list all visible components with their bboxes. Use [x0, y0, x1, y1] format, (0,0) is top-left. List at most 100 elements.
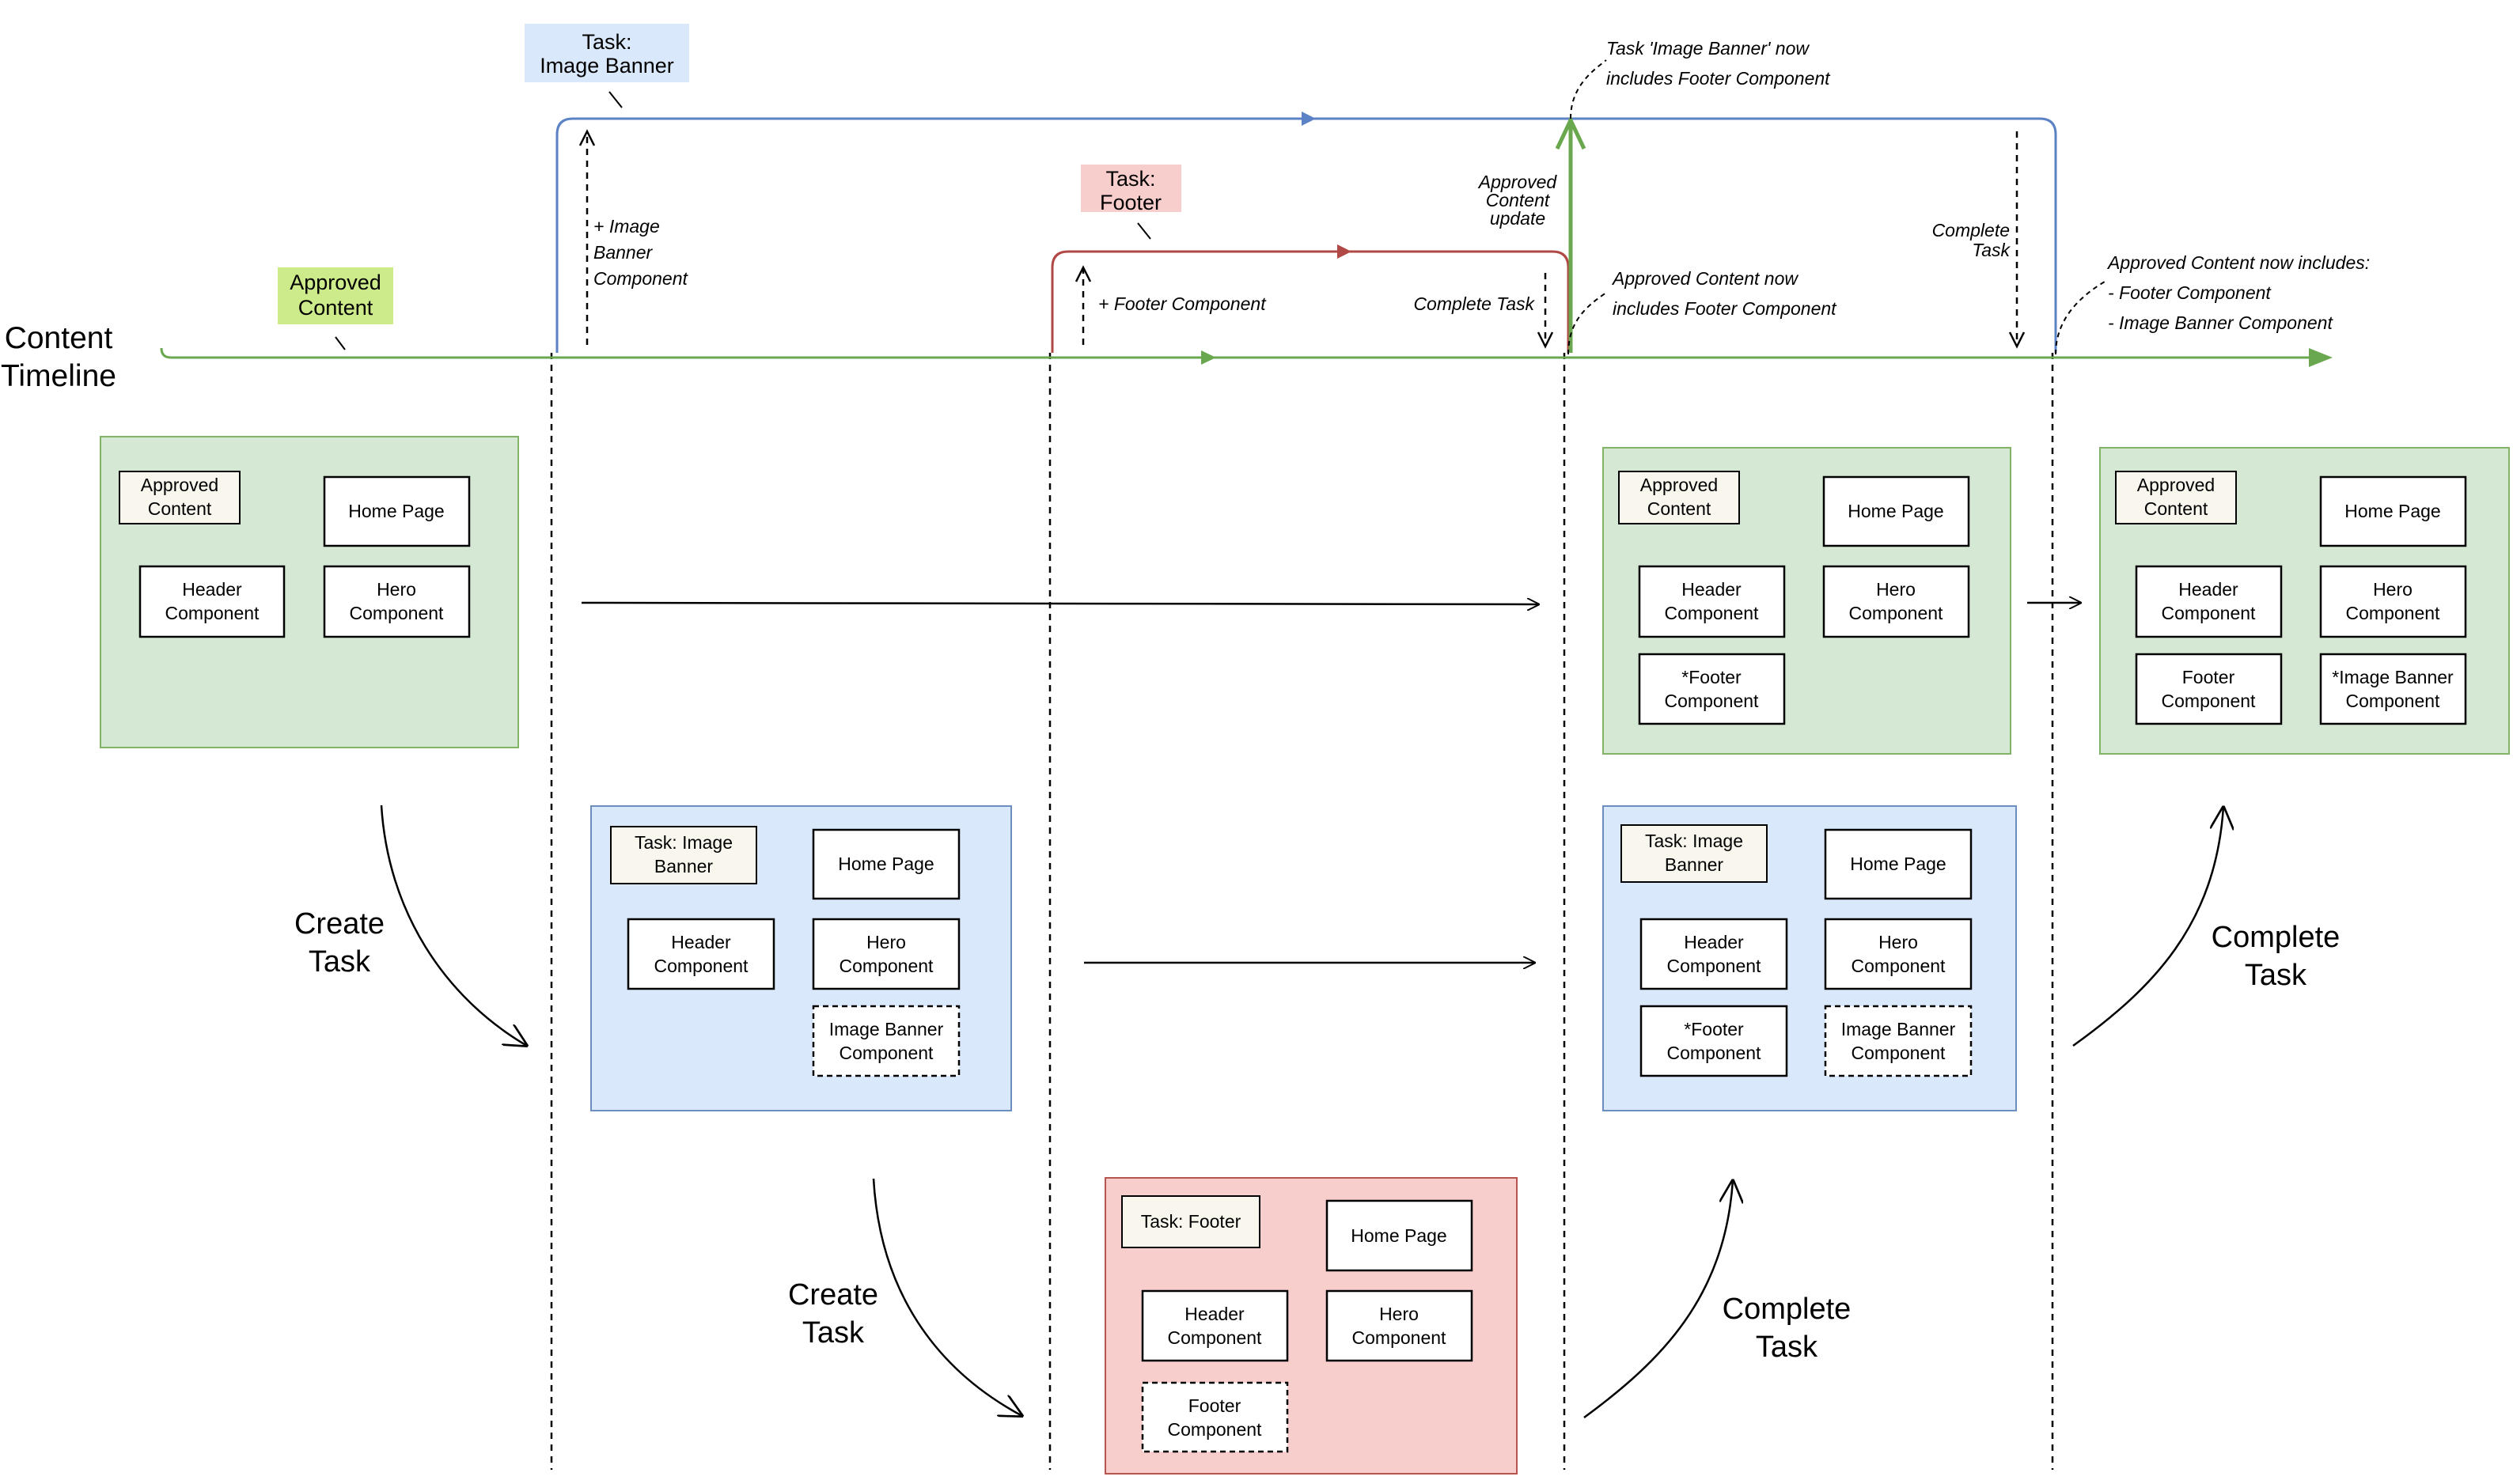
footer-task-tag-text: Task:Footer [1100, 167, 1162, 214]
text-line: Content [2144, 498, 2208, 519]
text-line: + Image [593, 216, 660, 237]
text-line: Task: Image [635, 832, 733, 853]
text-line: Component [2346, 691, 2441, 711]
text-line: Component [1352, 1327, 1447, 1348]
header-component-box [627, 918, 775, 990]
header-component-box [138, 565, 286, 638]
text-line: Home Page [348, 501, 444, 521]
text-line: Create [788, 1278, 878, 1312]
text-line: Header [671, 932, 731, 952]
text-line: Content [148, 498, 212, 519]
add-banner-arrowhead [578, 129, 596, 146]
text-line: Component [1849, 603, 1944, 623]
text-line: Approved Content now [1611, 268, 1799, 289]
complete-banner-arrowhead [2008, 331, 2026, 349]
text-line: Component [1168, 1327, 1263, 1348]
header-component-box [1141, 1289, 1289, 1362]
home-page-text: Home Page [1850, 854, 1946, 874]
carry-forward-arrow-approved [581, 603, 1539, 604]
text-line: Component [2162, 603, 2257, 623]
approved-final-leader [2055, 281, 2106, 355]
text-line: *Footer [1681, 667, 1742, 687]
text-line: Footer [1188, 1395, 1241, 1416]
text-line: Task 'Image Banner' now [1606, 38, 1810, 59]
create-task-arrow-2 [872, 1178, 1022, 1416]
panel-title-box [119, 471, 241, 524]
footer-task-line [1051, 250, 1570, 353]
text-line: Approved [1477, 172, 1558, 192]
text-line: Task: [1105, 167, 1155, 191]
text-line: Task [1972, 240, 2011, 260]
image-banner-task-tag-text: Task:Image Banner [540, 30, 674, 78]
text-line: Approved [1640, 475, 1718, 495]
text-line: Component [1665, 691, 1760, 711]
text-line: Content [5, 321, 113, 355]
banner-includes-footer-leader [1570, 59, 1607, 119]
text-line: Approved Content now includes: [2106, 252, 2370, 273]
text-line: Hero [866, 932, 906, 952]
text-line: Home Page [1351, 1225, 1446, 1246]
text-line: Footer [2182, 667, 2235, 687]
home-page-text: Home Page [1351, 1225, 1446, 1246]
text-line: Task [2245, 959, 2307, 992]
note-approved-final: Approved Content now includes:- Footer C… [2106, 252, 2370, 333]
blue-arrowhead [1302, 112, 1316, 126]
approved-content-tag [278, 267, 393, 324]
content-timeline-line [160, 347, 2325, 359]
phase-dividers [550, 353, 2054, 1470]
image-banner-component-box [812, 1005, 961, 1077]
text-line: Component [1168, 1419, 1263, 1440]
timeline-arrowhead-mid [1201, 350, 1216, 365]
panel-title-box [2115, 471, 2237, 524]
header-component-box [1638, 565, 1786, 638]
text-line: Home Page [2344, 501, 2440, 521]
text-line: Component [2162, 691, 2257, 711]
text-line: Home Page [838, 854, 934, 874]
text-line: Component [1665, 603, 1760, 623]
text-line: Home Page [1848, 501, 1943, 521]
home-page-box [812, 828, 961, 900]
panel-title-box [1618, 471, 1740, 524]
text-line: Timeline [1, 359, 116, 393]
text-line: Component [840, 956, 934, 976]
hero-component-box [323, 565, 471, 638]
panel-title-box [1121, 1195, 1260, 1248]
text-line: Content [298, 296, 373, 320]
text-line: Approved [2137, 475, 2215, 495]
text-line: + Footer Component [1098, 293, 1267, 314]
text-line: Banner [1665, 854, 1724, 875]
home-page-box [2319, 475, 2467, 547]
text-line: Header [1681, 579, 1742, 600]
approved-content-update-arrowhead [1555, 115, 1586, 150]
home-page-text: Home Page [1848, 501, 1943, 521]
text-line: Component [1852, 1043, 1946, 1063]
footer-task-tag [1081, 165, 1181, 212]
note-complete-task-footer: Complete Task [1413, 293, 1535, 314]
text-line: Hero [1876, 579, 1916, 600]
text-line: Banner [654, 856, 714, 876]
header-component-box [2135, 565, 2283, 638]
text-line: Home Page [1850, 854, 1946, 874]
